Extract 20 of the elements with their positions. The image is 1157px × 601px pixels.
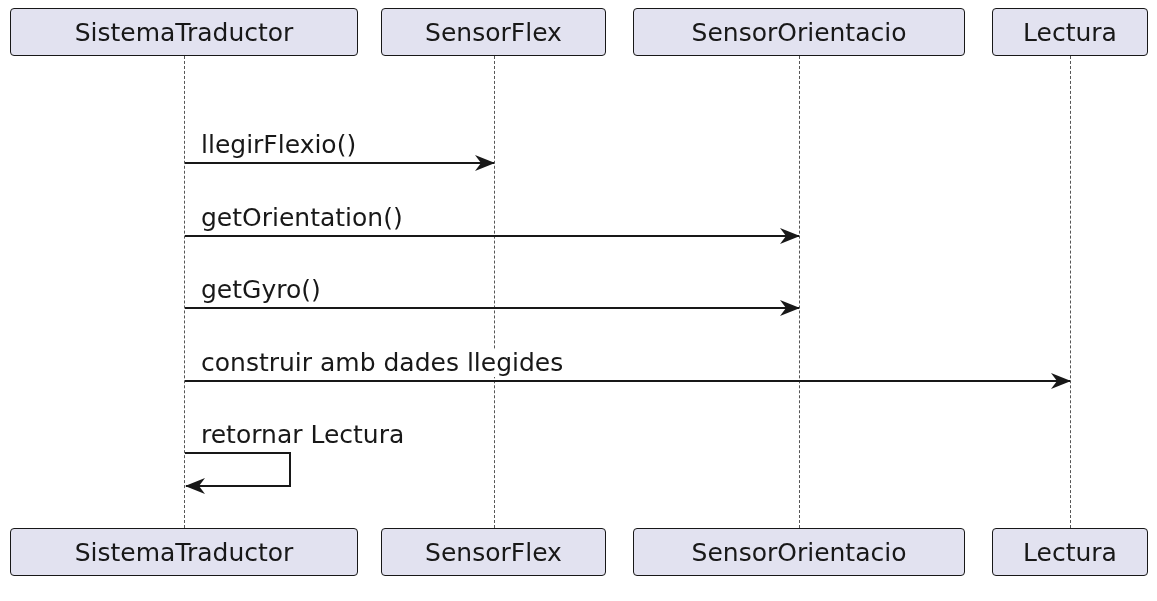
participant-box: Lectura	[992, 528, 1148, 576]
participant-box: SensorFlex	[381, 528, 606, 576]
message-arrow	[184, 452, 291, 494]
message-arrow	[184, 300, 800, 316]
participant-box: Lectura	[992, 8, 1148, 56]
edge-label: getGyro()	[200, 276, 322, 304]
edge-label: llegirFlexio()	[200, 131, 358, 159]
participant-box: SensorFlex	[381, 8, 606, 56]
message-arrow	[184, 155, 495, 171]
participant-box: SensorOrientacio	[633, 8, 965, 56]
lifeline	[799, 56, 800, 528]
participant-box: SistemaTraductor	[10, 8, 358, 56]
lifeline	[184, 56, 185, 528]
lifeline	[1070, 56, 1071, 528]
edge-label: getOrientation()	[200, 204, 404, 232]
message-arrow	[184, 373, 1071, 389]
edge-label: construir amb dades llegides	[200, 349, 565, 377]
participant-box: SistemaTraductor	[10, 528, 358, 576]
participant-box: SensorOrientacio	[633, 528, 965, 576]
message-arrow	[184, 228, 800, 244]
